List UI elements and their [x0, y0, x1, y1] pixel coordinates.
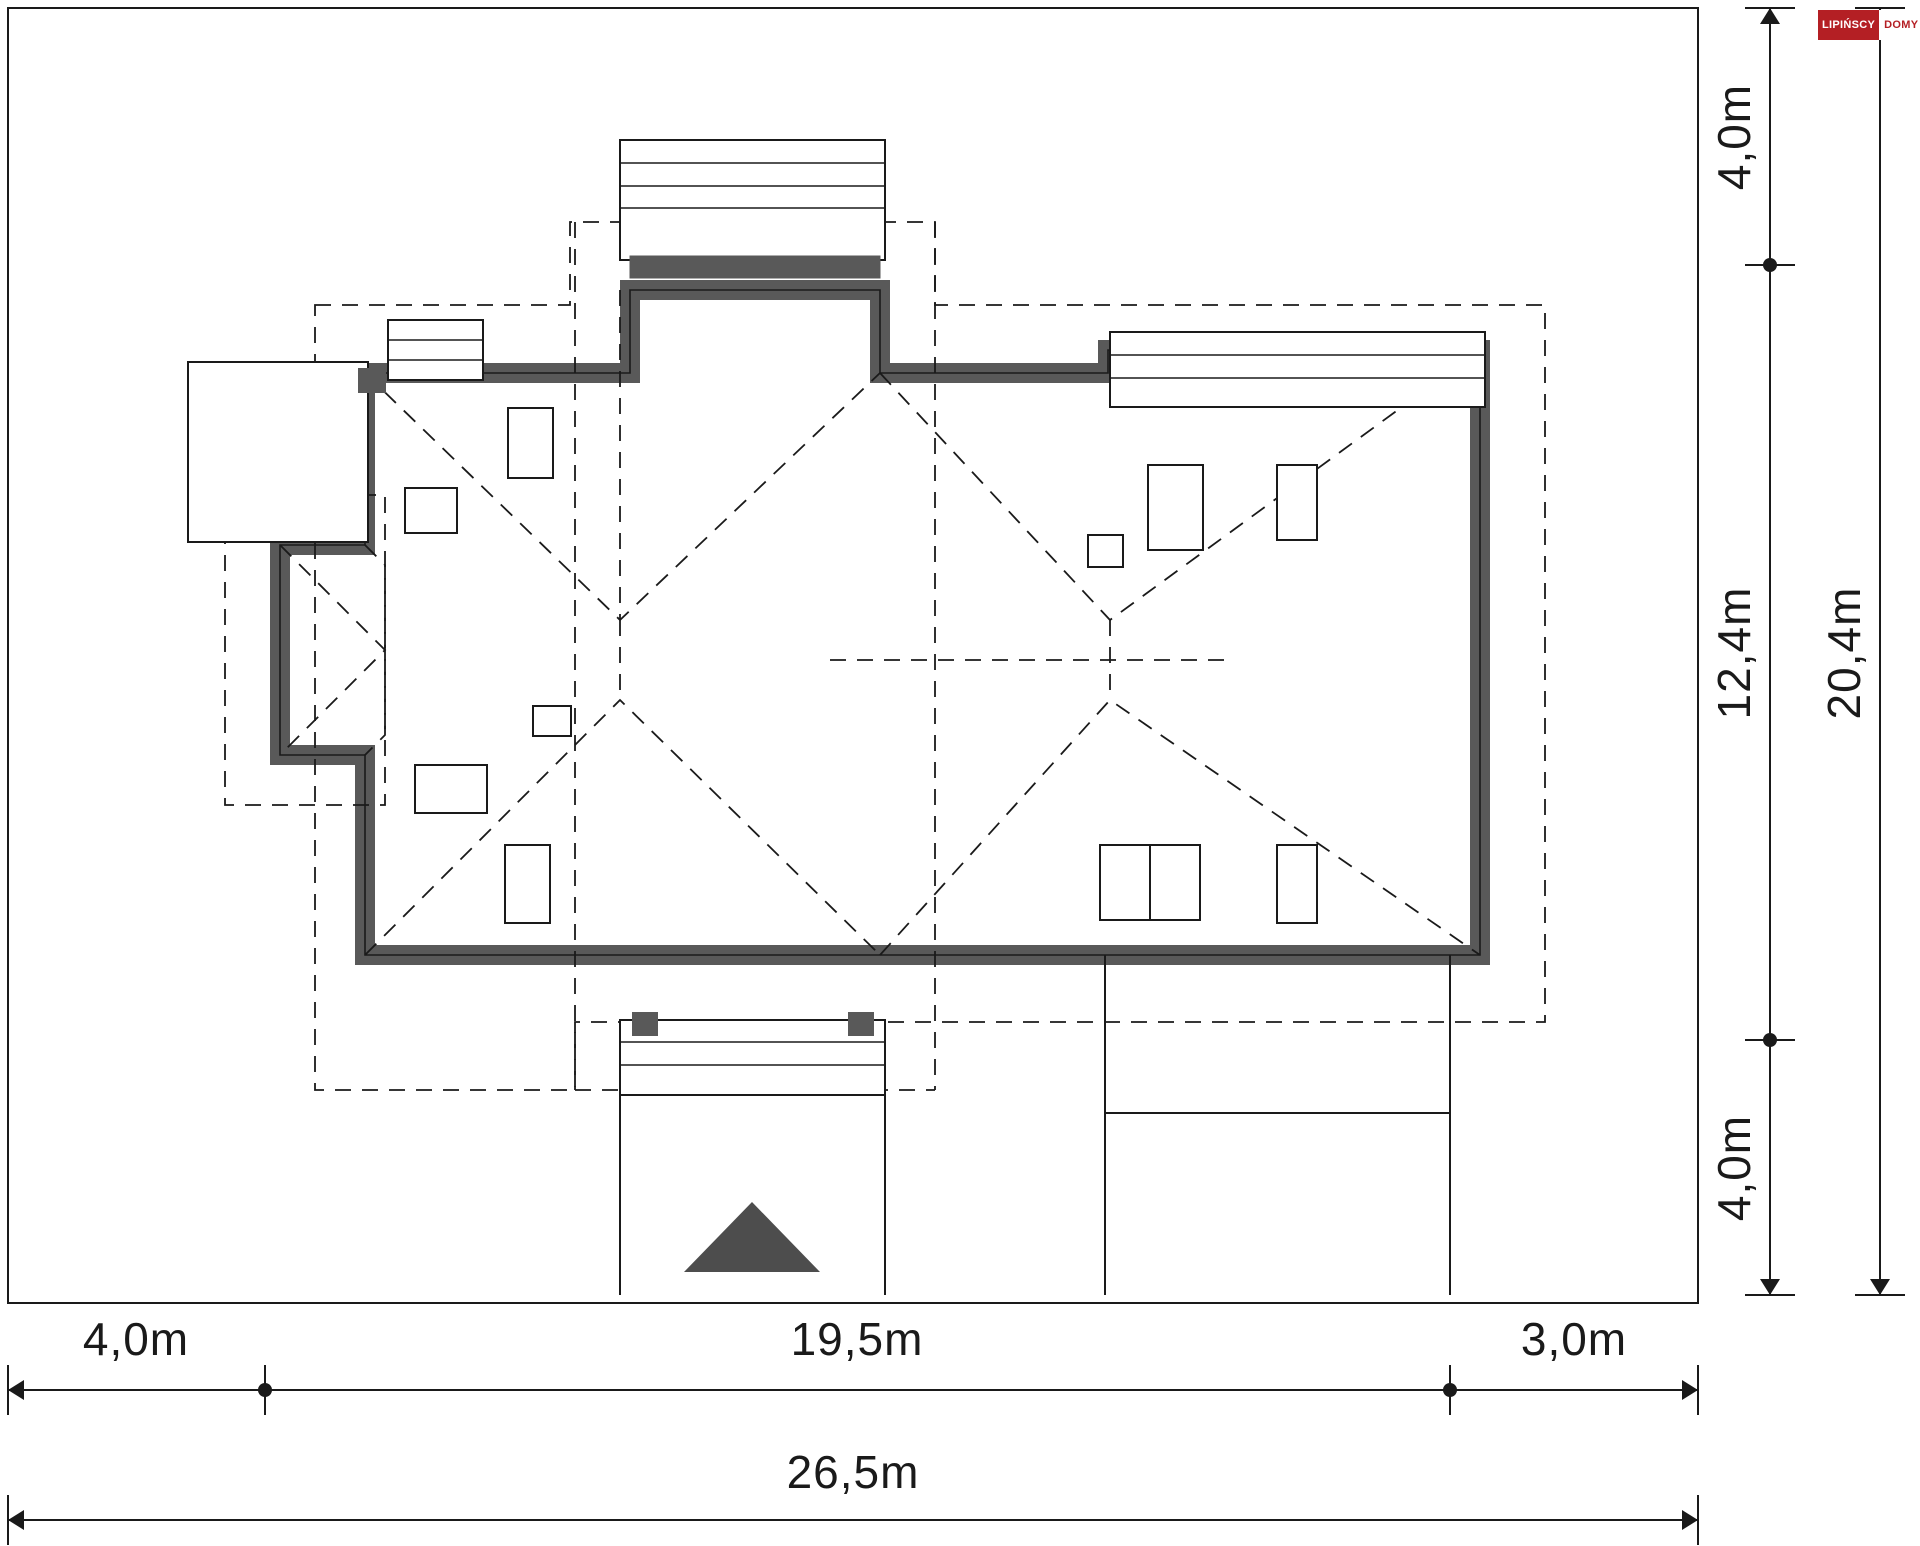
direction-arrow: [684, 1202, 820, 1272]
skylight-6: [1147, 464, 1204, 551]
brand-logo-primary: LIPIŃSCY: [1818, 10, 1880, 40]
skylight-1: [507, 407, 554, 479]
driveway: [1104, 955, 1451, 1295]
dim-bottom-right: 3,0m: [1521, 1313, 1627, 1365]
left-chimney: [358, 319, 484, 393]
skylight-5: [504, 844, 551, 924]
dim-right-total: 20,4m: [1818, 587, 1870, 720]
skylight-11: [1276, 844, 1318, 924]
dim-bottom-left: 4,0m: [83, 1313, 189, 1365]
dim-right-middle: 12,4m: [1708, 587, 1760, 720]
entry-porch: [619, 1012, 886, 1295]
dashed-projection-lines: [224, 221, 1546, 1091]
brand-logo: LIPIŃSCY DOMY: [1818, 10, 1920, 40]
skylight-2: [404, 487, 458, 534]
dim-right-bottom: 4,0m: [1708, 1115, 1760, 1221]
top-dormer: [619, 139, 886, 279]
skylight-3: [532, 705, 572, 737]
roof-windows: [404, 407, 1318, 924]
dim-bottom-middle: 19,5m: [791, 1313, 924, 1365]
skylight-9: [1099, 844, 1151, 921]
skylight-4: [414, 764, 488, 814]
right-canopy: [1109, 331, 1486, 408]
dim-right-top: 4,0m: [1708, 84, 1760, 190]
bottom-dimension-markers: [8, 1380, 1698, 1530]
bottom-dimension-group: [7, 1365, 1699, 1545]
dim-bottom-total: 26,5m: [787, 1446, 920, 1498]
skylight-7: [1276, 464, 1318, 541]
skylight-10: [1149, 844, 1201, 921]
brand-logo-secondary: DOMY: [1879, 10, 1920, 40]
left-terrace: [187, 361, 369, 543]
roof-outline: [270, 280, 1490, 965]
skylight-8: [1087, 534, 1124, 568]
